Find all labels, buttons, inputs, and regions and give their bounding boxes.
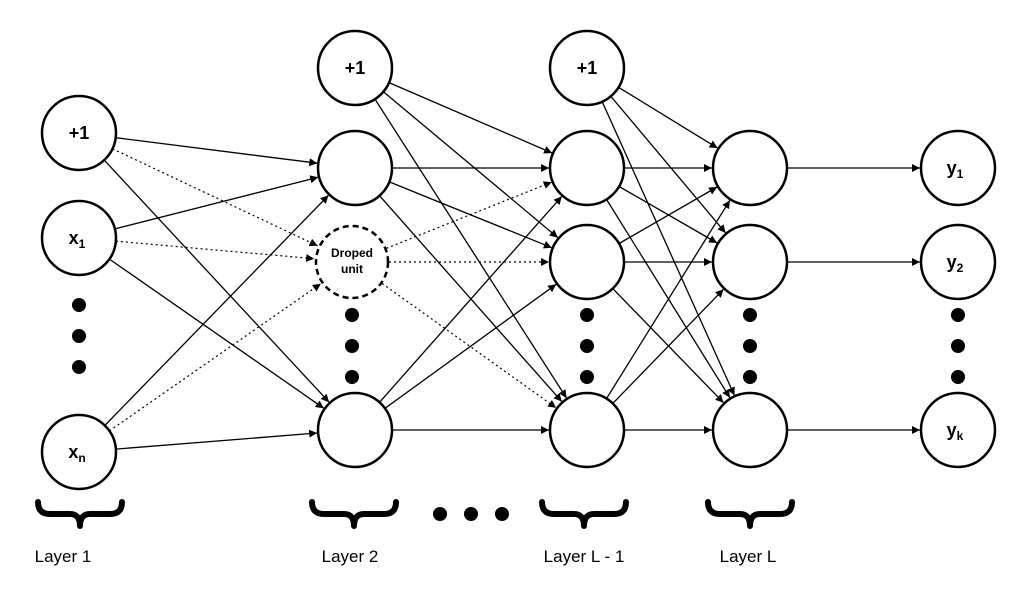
layer-l-node-1 — [711, 129, 789, 207]
dropped-connection — [386, 181, 552, 249]
connection — [612, 288, 724, 404]
output-node-yk: yk — [919, 391, 997, 469]
layer1-label: Layer 1 — [35, 547, 92, 566]
layer-lm1-label: Layer L - 1 — [544, 547, 625, 566]
connection — [618, 86, 718, 149]
connection — [610, 95, 727, 234]
layer2-label: Layer 2 — [322, 547, 379, 566]
svg-text:y1: y1 — [947, 158, 964, 181]
y2-base: y — [947, 252, 957, 272]
dropped-connection — [381, 283, 557, 409]
connection — [388, 82, 553, 154]
output-node-y2: y2 — [919, 223, 997, 301]
input-node-x1: x1 — [40, 199, 118, 277]
x1-base: x — [69, 228, 79, 248]
connection — [618, 186, 718, 245]
yk-sub: k — [957, 429, 964, 443]
svg-text:xn: xn — [68, 442, 85, 465]
connection — [374, 98, 568, 399]
hidden1-node-top — [316, 129, 394, 207]
layer1-brace — [35, 499, 125, 529]
connection — [104, 194, 329, 426]
input-ellipsis-dots — [72, 298, 86, 374]
dropped-unit-node: Droped unit — [314, 224, 390, 300]
layer-lm1-ellipsis-dots — [580, 308, 594, 384]
y1-base: y — [947, 158, 957, 178]
dropped-connection — [109, 283, 322, 432]
connection — [384, 283, 557, 409]
dropped-unit-label-line1: Droped — [331, 246, 373, 260]
output-node-y1: y1 — [919, 129, 997, 207]
hidden-last-bias-node: +1 — [548, 29, 626, 107]
svg-text:y2: y2 — [947, 252, 964, 275]
layer-l-brace — [705, 499, 795, 529]
input-node-xn: xn — [40, 413, 118, 491]
connection — [601, 101, 735, 396]
connection — [115, 429, 318, 450]
hidden1-bias-node: +1 — [316, 29, 394, 107]
connection — [382, 91, 559, 239]
svg-text:x1: x1 — [69, 228, 86, 251]
input-bias-node: +1 — [40, 94, 118, 172]
layer-l-ellipsis-dots — [743, 308, 757, 384]
x1-sub: 1 — [79, 237, 86, 251]
dropped-connection — [115, 240, 315, 262]
connection — [109, 258, 325, 409]
layer-lm1-brace — [539, 499, 629, 529]
hidden-last-bias-label: +1 — [577, 58, 598, 78]
hidden1-ellipsis-dots — [345, 308, 359, 384]
hidden1-node-bottom — [316, 391, 394, 469]
connection — [103, 159, 330, 403]
layer-l-label: Layer L — [720, 547, 777, 566]
svg-text:yk: yk — [947, 420, 964, 443]
layer-l-node-3 — [711, 391, 789, 469]
input-bias-label: +1 — [69, 123, 90, 143]
layer2-brace — [309, 499, 399, 529]
connection — [605, 199, 731, 399]
hidden1-bias-label: +1 — [345, 58, 366, 78]
dropped-unit-label-line2: unit — [341, 262, 363, 276]
layer-lm1-node-3 — [548, 391, 626, 469]
xn-base: x — [68, 442, 78, 462]
yk-base: y — [947, 420, 957, 440]
output-ellipsis-dots — [951, 308, 965, 384]
y2-sub: 2 — [957, 261, 964, 275]
connection — [115, 137, 318, 167]
connections — [103, 82, 920, 450]
layer-lm1-node-2 — [548, 223, 626, 301]
dropped-connection — [112, 148, 318, 247]
layer-l-node-2 — [711, 223, 789, 301]
layers-ellipsis-dots — [433, 507, 509, 521]
connection — [379, 195, 563, 403]
xn-sub: n — [78, 451, 85, 465]
layer-lm1-node-1 — [548, 129, 626, 207]
y1-sub: 1 — [957, 167, 964, 181]
connection — [114, 175, 319, 230]
